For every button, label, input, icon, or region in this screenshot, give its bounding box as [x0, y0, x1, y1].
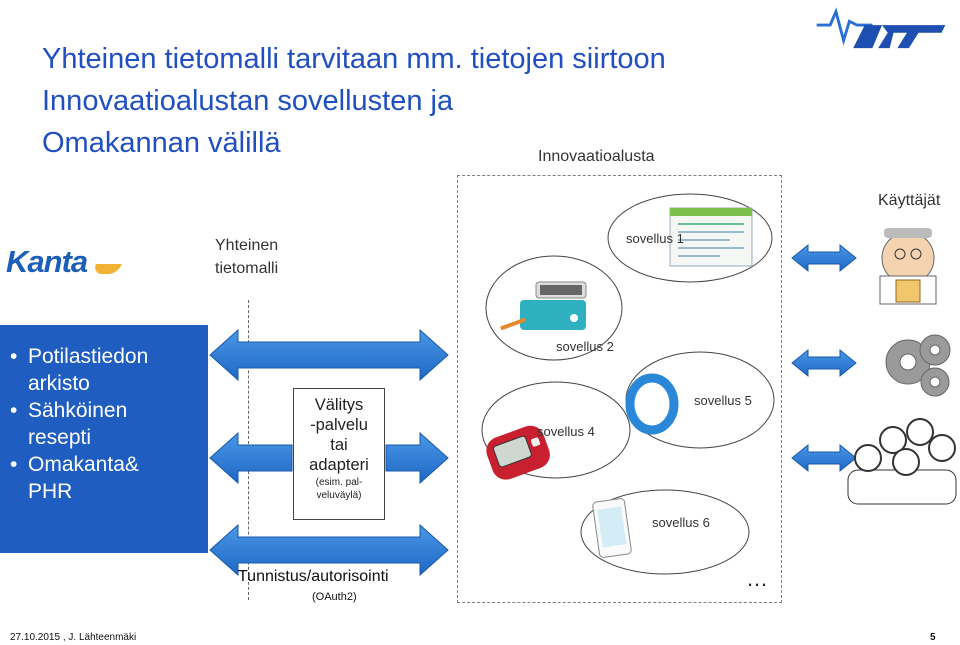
- more-apps-ellipsis: …: [746, 566, 768, 591]
- kanta-item-1: Potilastiedon: [10, 343, 208, 370]
- users-arrow-bottom: [791, 443, 857, 473]
- broker-text: Välitys -palvelu tai adapteri: [294, 389, 384, 475]
- kanta-logo-text: Kanta: [6, 244, 88, 279]
- kanta-item-1-cont: arkisto: [28, 372, 90, 395]
- broker-line-1: Välitys: [314, 396, 364, 414]
- app-1: [607, 193, 773, 283]
- app-4-label: sovellus 4: [537, 424, 595, 439]
- footer-text: 27.10.2015 , J. Lähteenmäki: [10, 632, 137, 643]
- double-arrow-lower-right: [385, 431, 449, 485]
- users-label: Käyttäjät: [878, 192, 941, 209]
- title-line-2: Innovaatioalustan sovellusten ja: [42, 85, 454, 117]
- gears-icon: [885, 334, 951, 397]
- broker-service-box: Välitys -palvelu tai adapteri (esim. pal…: [293, 388, 385, 520]
- kanta-item-2-cont: resepti: [28, 426, 92, 449]
- auth-sublabel: (OAuth2): [312, 591, 357, 603]
- auth-label: Tunnistus/autorisointi: [238, 568, 389, 585]
- kanta-item-3-cont: PHR: [28, 480, 73, 503]
- vtt-logo: [816, 7, 946, 49]
- kanta-item-3: Omakanta&: [10, 451, 208, 478]
- innovation-platform-label: Innovaatioalusta: [538, 148, 655, 165]
- app-5-label: sovellus 5: [694, 393, 752, 408]
- glucose-meter-icon: [486, 425, 550, 480]
- page-title: Yhteinen tietomalli tarvitaan mm. tietoj…: [42, 38, 862, 164]
- app-1-label: sovellus 1: [626, 231, 684, 246]
- users-arrow-top: [791, 243, 857, 273]
- common-data-model-label: Yhteinen tietomalli: [215, 234, 278, 280]
- app-4: [481, 381, 631, 480]
- double-arrow-lower-left: [209, 431, 293, 485]
- app-6: [580, 489, 750, 575]
- page-number: 5: [930, 632, 936, 643]
- title-line-3: Omakannan välillä: [42, 127, 281, 159]
- glucose-device-icon: [520, 300, 586, 330]
- broker-note-line-1: (esim. pal-: [315, 477, 363, 488]
- kanta-item-2: Sähköinen: [10, 397, 208, 424]
- broker-note-line-2: veluväylä): [316, 490, 362, 501]
- broker-line-2: -palvelu: [310, 416, 368, 434]
- common-model-line-2: tietomalli: [215, 260, 279, 277]
- app-6-label: sovellus 6: [652, 515, 710, 530]
- double-arrow-auth: [209, 523, 449, 577]
- broker-note: (esim. pal- veluväylä): [294, 476, 384, 502]
- app-2: [485, 255, 623, 361]
- users-arrow-mid: [791, 348, 857, 378]
- double-arrow-upper: [209, 328, 449, 382]
- fitness-band-icon: [625, 373, 679, 435]
- innovation-platform-box: [457, 175, 782, 603]
- doctor-icon: [879, 228, 937, 305]
- common-model-line-1: Yhteinen: [215, 237, 279, 254]
- broker-line-4: adapteri: [309, 456, 369, 474]
- kanta-services-panel: Potilastiedon arkisto Sähköinen resepti …: [0, 325, 208, 553]
- app-5: [625, 351, 775, 449]
- kanta-logo: Kanta: [6, 244, 122, 280]
- title-line-1: Yhteinen tietomalli tarvitaan mm. tietoj…: [42, 43, 666, 75]
- people-icon: [847, 418, 957, 505]
- app-2-label: sovellus 2: [556, 339, 614, 354]
- broker-line-3: tai: [330, 436, 348, 454]
